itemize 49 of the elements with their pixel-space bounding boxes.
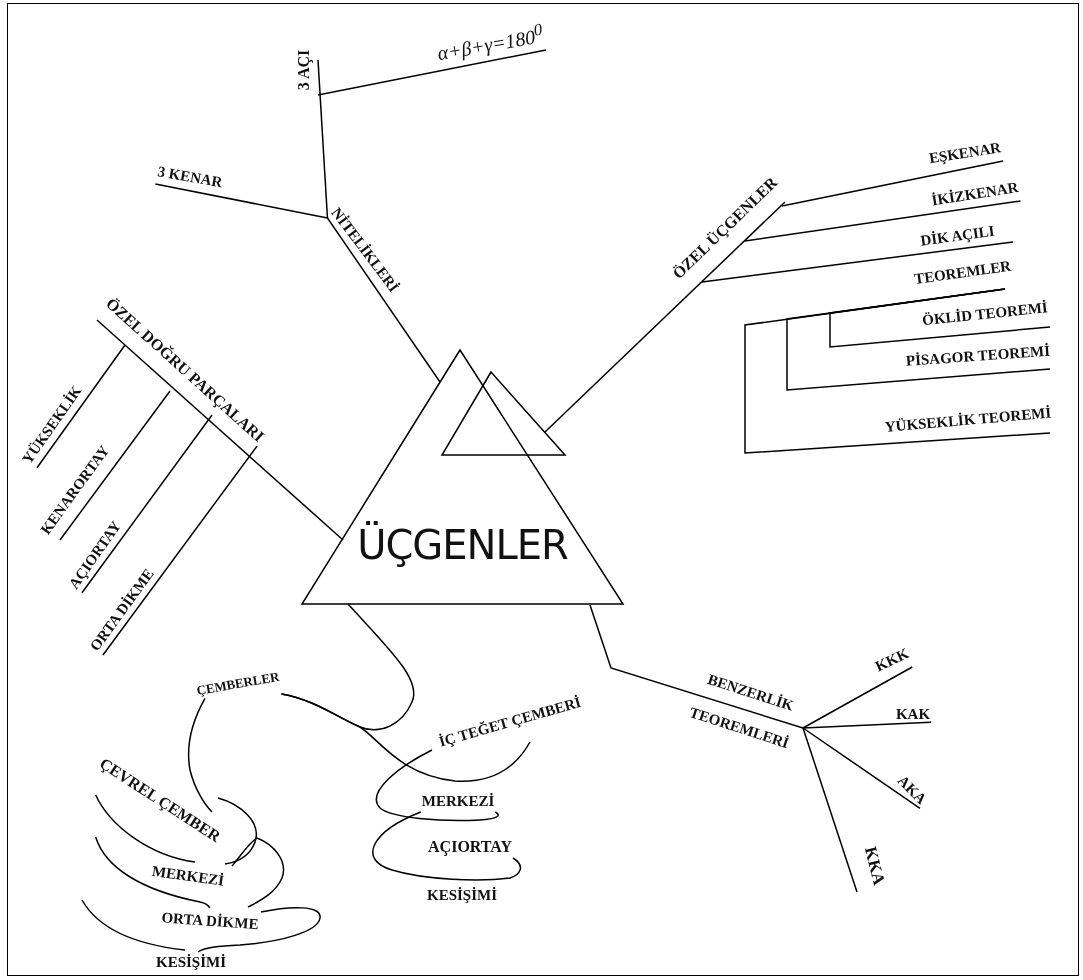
branch-line bbox=[744, 200, 1022, 242]
branch-line bbox=[96, 319, 344, 541]
branch-line bbox=[589, 604, 804, 729]
branch-label: DİK AÇILI bbox=[918, 222, 997, 250]
branch-label: KKK bbox=[871, 644, 913, 676]
branch-line bbox=[544, 201, 786, 433]
branch-line bbox=[326, 217, 441, 383]
branch-line bbox=[154, 183, 329, 219]
branch-label: ÖKLİD TEOREMİ bbox=[920, 299, 1050, 329]
branch-label: MERKEZİ bbox=[149, 862, 227, 890]
branch-line bbox=[81, 899, 186, 951]
branch-label: YÜKSEKLİK TEOREMİ bbox=[883, 404, 1053, 436]
branch-line bbox=[217, 797, 257, 865]
branch-label: ORTA DİKME bbox=[160, 909, 260, 933]
branch-line bbox=[781, 160, 1004, 207]
branch-label: MERKEZİ bbox=[420, 792, 496, 810]
branch-label: 3 AÇI bbox=[295, 48, 313, 92]
branch-line bbox=[317, 59, 329, 219]
branch-label: İKİZKENAR bbox=[929, 178, 1021, 210]
branch-line bbox=[317, 49, 547, 96]
branch-line bbox=[802, 727, 921, 810]
branch-line bbox=[59, 390, 171, 541]
branch-label: 3 KENAR bbox=[155, 163, 225, 191]
branch-label: PİSAGOR TEOREMİ bbox=[904, 342, 1052, 370]
branch-line bbox=[802, 666, 913, 729]
branch-line bbox=[94, 794, 196, 863]
branch-line bbox=[372, 811, 522, 881]
branch-line bbox=[81, 414, 213, 594]
branch-label: KAK bbox=[894, 705, 932, 723]
branch-line bbox=[197, 907, 321, 953]
branch-line bbox=[802, 721, 932, 729]
branch-line bbox=[36, 344, 126, 469]
branch-line bbox=[102, 445, 258, 656]
branch-line bbox=[280, 693, 531, 782]
branch-line bbox=[829, 288, 1051, 348]
formula-text: α+β+γ=180$^{0}$ bbox=[434, 19, 546, 65]
branch-line bbox=[744, 288, 1051, 454]
branch-line bbox=[94, 836, 211, 909]
branch-label: KESİŞİMİ bbox=[426, 886, 498, 904]
branch-line bbox=[187, 697, 213, 813]
branch-line bbox=[375, 749, 499, 822]
branch-label: EŞKENAR bbox=[926, 139, 1004, 167]
branch-label: KKA bbox=[860, 844, 888, 888]
branch-line bbox=[231, 837, 285, 908]
branch-label: TEOREMLER bbox=[912, 257, 1013, 288]
branch-label: AÇIORTAY bbox=[427, 838, 513, 856]
branch-line bbox=[701, 241, 1014, 283]
branch-label: KESİŞİMİ bbox=[155, 953, 227, 971]
branch-line bbox=[802, 727, 858, 893]
